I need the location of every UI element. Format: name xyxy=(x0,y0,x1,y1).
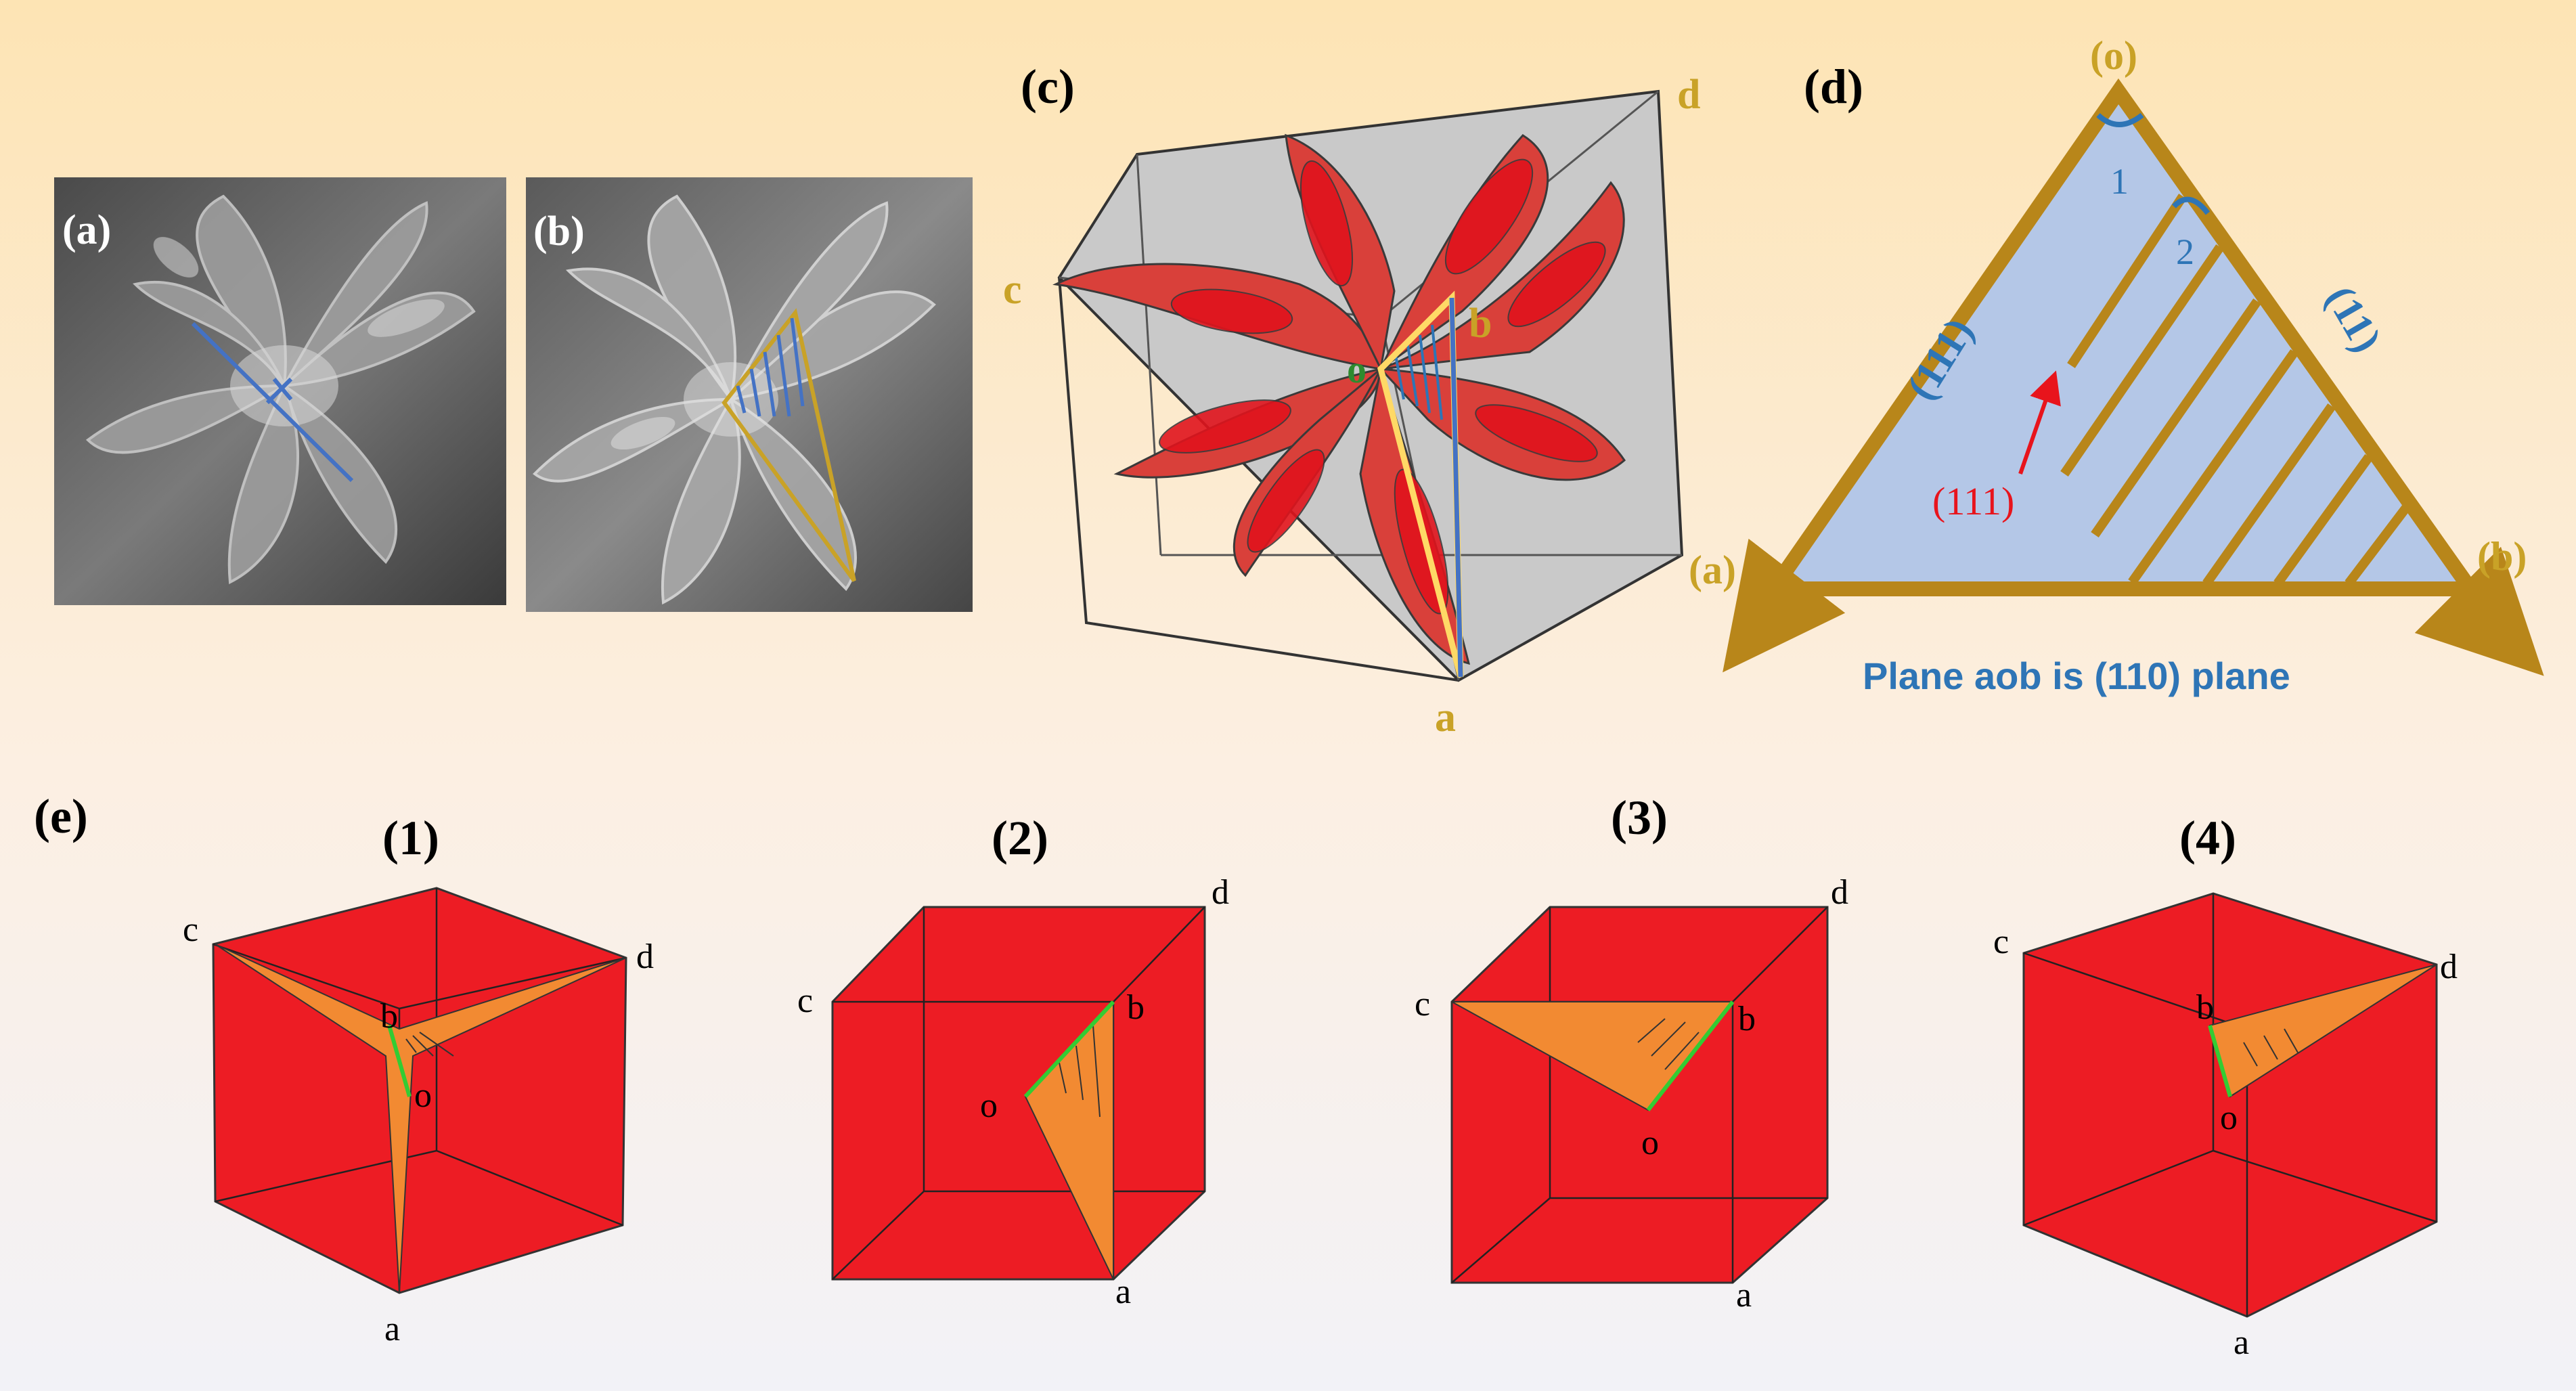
cube-4-d: d xyxy=(2440,948,2458,986)
cube-3-o: o xyxy=(1641,1124,1659,1162)
cube-4-c: c xyxy=(1993,923,2009,961)
cube-2-c: c xyxy=(797,981,813,1020)
cube-2-b: b xyxy=(1127,988,1145,1027)
d-vertex-a: (a) xyxy=(1689,548,1736,592)
cube-1: (1) c d b o a xyxy=(183,811,654,1348)
cube-1-b: b xyxy=(380,997,398,1036)
d-caption: Plane aob is (110) plane xyxy=(1863,655,2290,697)
cube-3-b: b xyxy=(1738,1000,1756,1038)
angle-label-2: 2 xyxy=(2176,231,2194,272)
cube-2-d: d xyxy=(1212,873,1229,912)
d-inner-arrow xyxy=(2018,370,2061,474)
cube-3: (3) c d b o a xyxy=(1415,791,1848,1315)
panel-a: (a) xyxy=(54,177,506,605)
sem-b-triangle xyxy=(721,308,856,582)
panel-b: (b) xyxy=(526,177,973,612)
cube-2-a: a xyxy=(1115,1273,1131,1311)
panel-label-a: (a) xyxy=(62,207,111,253)
panel-label-c: (c) xyxy=(1021,60,1075,114)
cube-1-label: (1) xyxy=(382,811,439,865)
cube-3-label: (3) xyxy=(1611,791,1668,845)
angle-arc-1 xyxy=(2096,112,2144,127)
c-hatch xyxy=(1394,324,1443,420)
c-vertex-o: o xyxy=(1347,347,1367,391)
angle-arc-2 xyxy=(2172,196,2211,215)
c-vertex-d: d xyxy=(1677,72,1700,118)
cube-4-o: o xyxy=(2220,1099,2238,1137)
cube-3-d: d xyxy=(1831,873,1848,912)
cube-3-a: a xyxy=(1736,1276,1752,1315)
c-vertex-a: a xyxy=(1435,694,1456,741)
cube-2-o: o xyxy=(980,1086,998,1125)
c-blue-line xyxy=(1449,297,1463,678)
cube-2: (2) c d b o a xyxy=(797,811,1229,1311)
cube-4-a: a xyxy=(2234,1323,2249,1362)
cube-4: (4) c d b o a xyxy=(1993,811,2458,1362)
cube-1-a: a xyxy=(384,1310,400,1348)
angle-label-1: 1 xyxy=(2110,161,2129,202)
panel-label-e: (e) xyxy=(34,789,88,843)
d-inner-label: (111) xyxy=(1932,479,2014,523)
cube-4-b: b xyxy=(2196,988,2214,1027)
c-vertex-b: b xyxy=(1469,301,1492,347)
sem-b-hatch xyxy=(736,317,805,417)
d-vertex-b: (b) xyxy=(2477,534,2527,579)
panel-c: (c) xyxy=(1003,60,1700,741)
cube-1-o: o xyxy=(414,1076,432,1115)
panel-d: (d) 1 2 (o) (a) (b) (111) (11) (111) Pla… xyxy=(1689,33,2544,697)
cube-2-label: (2) xyxy=(992,811,1048,865)
panel-label-d: (d) xyxy=(1804,60,1863,114)
cube-3-c: c xyxy=(1415,985,1430,1023)
cube-1-d: d xyxy=(636,937,654,976)
panel-label-b: (b) xyxy=(533,208,585,255)
panel-e: (e) (1) c d b o a ( xyxy=(34,789,2458,1362)
d-hatch xyxy=(2060,194,2410,587)
c-vertex-c: c xyxy=(1003,267,1022,313)
sem-a-lines xyxy=(191,322,354,483)
d-vertex-o: (o) xyxy=(2090,33,2137,78)
cube-4-label: (4) xyxy=(2179,811,2236,865)
cube-1-c: c xyxy=(183,910,198,949)
